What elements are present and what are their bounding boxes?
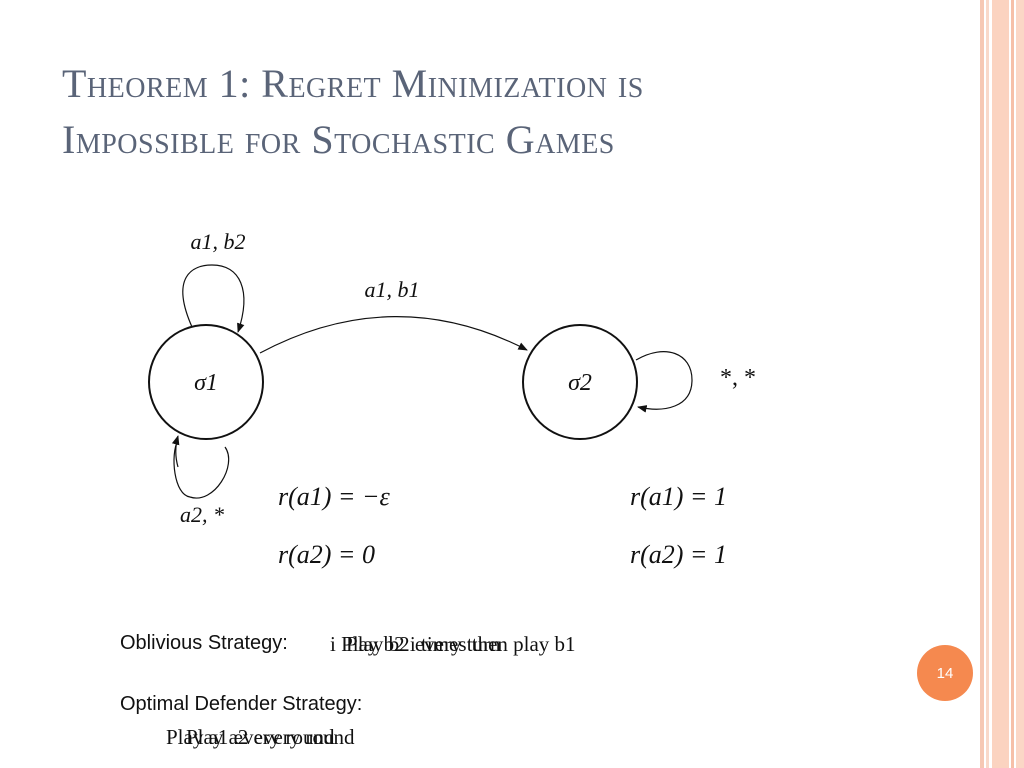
defender-strategy-text-b: Play a2 every round <box>186 725 355 749</box>
reward-s2-a2: r(a2) = 1 <box>630 540 727 569</box>
loop-sigma2 <box>635 351 693 413</box>
slide-title: Theorem 1: Regret Minimization is Imposs… <box>62 56 922 168</box>
stochastic-game-diagram: σ1 σ2 a1, b2 a1, b1 a2, * *, * r(a1) = −… <box>148 229 756 569</box>
oblivious-strategy-label: Oblivious Strategy: <box>120 632 288 654</box>
reward-s1-a2: r(a2) = 0 <box>278 540 375 569</box>
title-line-1: Theorem 1: Regret Minimization is <box>62 61 644 106</box>
state-sigma2-label: σ2 <box>568 370 592 396</box>
loop-sigma1-top <box>182 264 245 333</box>
title-line-2: Impossible for Stochastic Games <box>62 117 615 162</box>
loop-sigma1-bottom-label: a2, * <box>180 502 224 527</box>
loop-sigma1-top-label: a1, b2 <box>191 229 246 254</box>
page-number-badge: 14 <box>917 645 973 701</box>
state-sigma2 <box>522 324 638 440</box>
reward-s1-a1: r(a1) = −ε <box>278 482 391 511</box>
transition-s1-s2 <box>259 316 528 354</box>
loop-sigma1-bottom-arrow <box>171 435 180 468</box>
state-sigma1 <box>148 324 264 440</box>
oblivious-strategy-text-b: Play b2 every turn <box>346 632 501 656</box>
loop-sigma2-label: *, * <box>720 365 756 391</box>
edge-label: a1, b1 <box>365 277 420 302</box>
defender-strategy-label: Optimal Defender Strategy: <box>120 693 363 715</box>
defender-strategy-text-a: Play a1 every round <box>166 725 335 749</box>
state-sigma1-label: σ1 <box>194 370 218 396</box>
decorative-stripes <box>980 0 1024 768</box>
loop-sigma1-bottom <box>173 439 230 499</box>
oblivious-strategy-text-a: i Play b2 i times then play b1 <box>330 632 576 656</box>
reward-s2-a1: r(a1) = 1 <box>630 482 727 511</box>
